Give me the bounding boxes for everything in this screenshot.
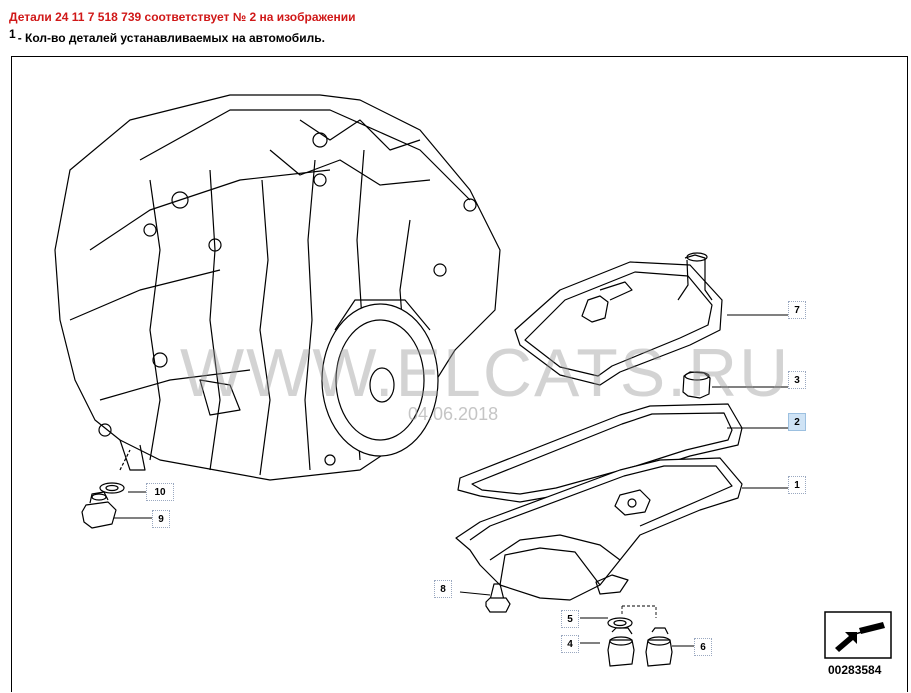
callout-1[interactable]: 1 (788, 476, 806, 494)
watermark-date: 04.06.2018 (408, 404, 499, 424)
quantity-note: 1- Кол-во деталей устанавливаемых на авт… (9, 27, 325, 45)
gasket-part-2 (457, 403, 743, 503)
plug-part-6 (645, 627, 673, 667)
page-title: Детали 24 11 7 518 739 соответствует № 2… (9, 10, 356, 24)
callout-7[interactable]: 7 (788, 301, 806, 319)
drain-plug-part-9 (81, 491, 117, 529)
quantity-note-number: 1 (9, 27, 16, 41)
washer-part-5 (607, 617, 633, 629)
watermark: WWW.ELCATS.RU (180, 335, 791, 411)
callout-4[interactable]: 4 (561, 635, 579, 653)
leader-lines (114, 314, 788, 647)
callout-5[interactable]: 5 (561, 610, 579, 628)
oring-part-3 (682, 371, 711, 399)
filter-part-7 (514, 252, 723, 386)
callout-3[interactable]: 3 (788, 371, 806, 389)
callout-9[interactable]: 9 (152, 510, 170, 528)
plug-part-4 (607, 627, 635, 667)
callout-6[interactable]: 6 (694, 638, 712, 656)
callout-10[interactable]: 10 (146, 483, 174, 501)
callout-2[interactable]: 2 (788, 413, 806, 431)
oilpan-part-1 (455, 457, 743, 601)
washer-part-10 (99, 449, 131, 494)
transmission-housing (54, 94, 501, 481)
diagram-number: 00283584 (828, 663, 882, 677)
arrow-nav-icon[interactable] (823, 610, 893, 660)
quantity-note-text: - Кол-во деталей устанавливаемых на авто… (17, 31, 325, 45)
callout-8[interactable]: 8 (434, 580, 452, 598)
diagram-frame (11, 56, 908, 692)
bolt-part-8 (485, 583, 511, 613)
